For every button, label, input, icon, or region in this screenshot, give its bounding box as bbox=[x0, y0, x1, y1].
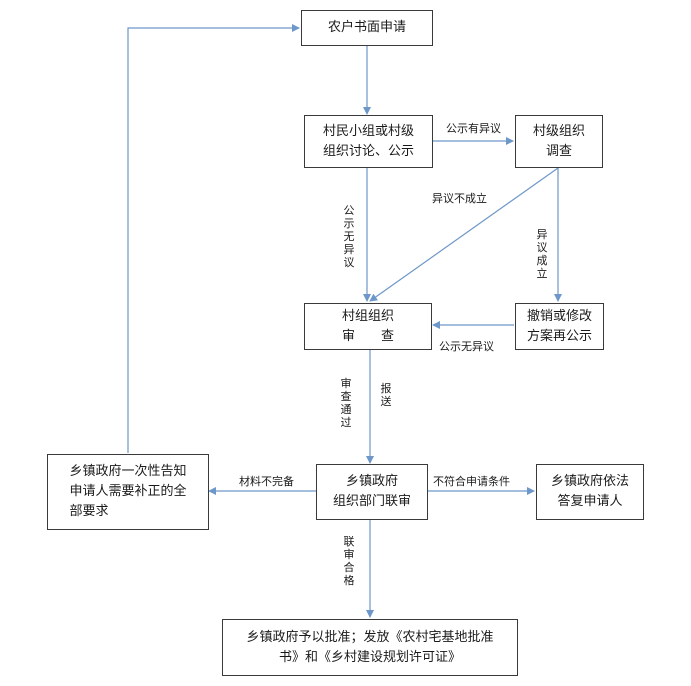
node-approve-line-2: 书》和《乡村建设规划许可证》 bbox=[278, 649, 461, 665]
node-notify-line-3: 部要求 bbox=[69, 504, 109, 519]
label-review-passed: 审查通过 bbox=[340, 377, 352, 429]
label-incomplete: 材料不完备 bbox=[239, 475, 294, 488]
node-apply-line-1: 农户书面申请 bbox=[327, 20, 406, 35]
label-submit: 报送 bbox=[380, 382, 392, 408]
node-review-line-2: 审 查 bbox=[341, 328, 394, 344]
node-approve-line-1: 乡镇政府予以批准；发放《农村宅基地批准 bbox=[246, 629, 494, 645]
label-objection: 公示有异议 bbox=[446, 122, 501, 135]
node-joint-line-1: 乡镇政府 bbox=[345, 474, 398, 489]
arrow-investigate-to-review bbox=[369, 167, 559, 302]
node-discuss: 村民小组或村级 组织讨论、公示 bbox=[304, 115, 433, 168]
node-review-line-1: 村组组织 bbox=[341, 308, 394, 324]
node-reply-line-1: 乡镇政府依法 bbox=[550, 474, 629, 489]
node-revoke-line-1: 撤销或修改 bbox=[526, 308, 592, 324]
node-investigate-line-1: 村级组织 bbox=[532, 123, 585, 139]
node-investigate-line-2: 调查 bbox=[545, 143, 572, 159]
label-not-eligible: 不符合申请条件 bbox=[433, 475, 510, 488]
label-objection-valid: 异议成立 bbox=[536, 228, 548, 280]
node-joint-review: 乡镇政府 组织部门联审 bbox=[316, 464, 428, 520]
node-notify: 乡镇政府一次性告知 申请人需要补正的全 部要求 bbox=[47, 454, 209, 530]
label-joint-passed: 联审合格 bbox=[343, 535, 355, 587]
node-review: 村组组织 审 查 bbox=[304, 303, 432, 350]
node-reply-line-2: 答复申请人 bbox=[557, 494, 623, 509]
node-notify-line-2: 申请人需要补正的全 bbox=[69, 484, 187, 499]
node-approve: 乡镇政府予以批准；发放《农村宅基地批准 书》和《乡村建设规划许可证》 bbox=[222, 619, 518, 676]
node-investigate: 村级组织 调查 bbox=[515, 115, 603, 168]
label-objection-invalid: 异议不成立 bbox=[432, 192, 487, 205]
node-revoke: 撤销或修改 方案再公示 bbox=[515, 303, 604, 350]
node-revoke-line-2: 方案再公示 bbox=[526, 328, 592, 344]
label-no-objection-horizontal: 公示无异议 bbox=[439, 340, 494, 353]
label-no-objection-vertical: 公示无异议 bbox=[343, 204, 355, 269]
node-notify-line-1: 乡镇政府一次性告知 bbox=[69, 464, 187, 479]
node-reply: 乡镇政府依法 答复申请人 bbox=[536, 464, 644, 520]
arrow-notify-to-apply bbox=[127, 24, 300, 453]
node-joint-line-2: 组织部门联审 bbox=[332, 494, 411, 509]
node-discuss-line-1: 村民小组或村级 bbox=[322, 123, 414, 139]
node-apply: 农户书面申请 bbox=[301, 10, 433, 46]
node-discuss-line-2: 组织讨论、公示 bbox=[322, 143, 414, 159]
